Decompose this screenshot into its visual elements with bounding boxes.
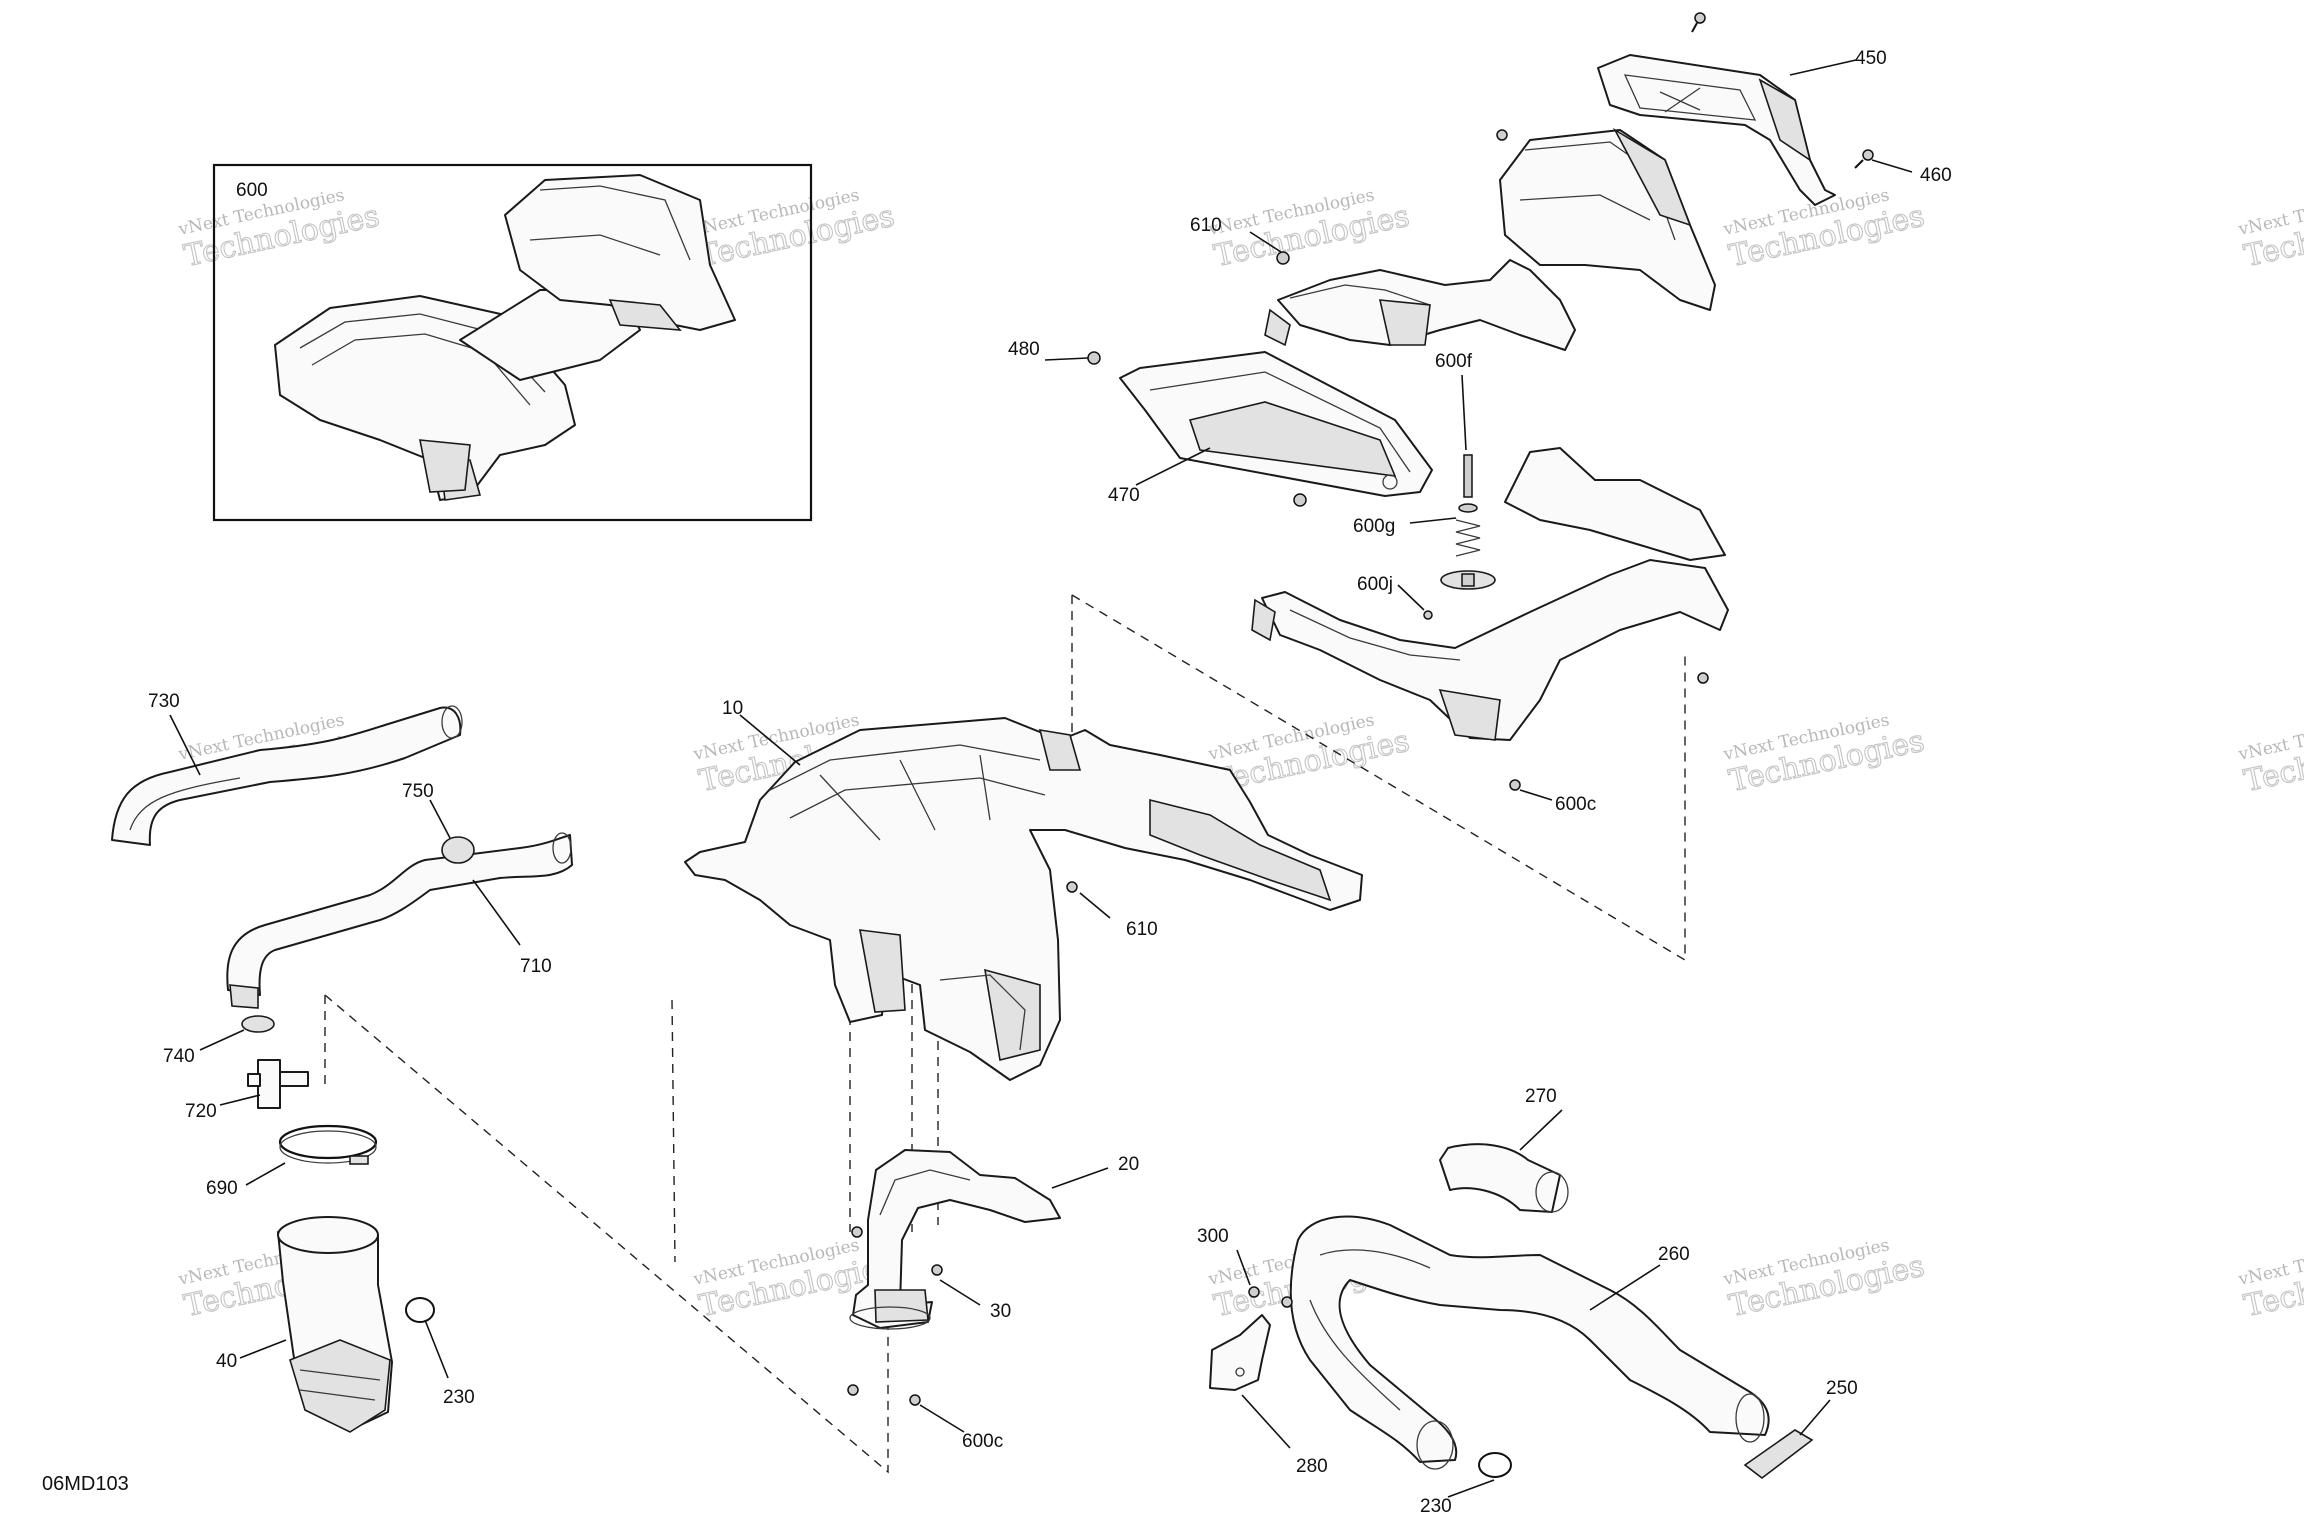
- callout-600j: 600j: [1357, 574, 1393, 595]
- spring-stack: [1423, 454, 1496, 620]
- part-270: [1439, 1143, 1569, 1213]
- diagram-code: 06MD103: [42, 1473, 129, 1495]
- fastener-300: [1248, 1286, 1293, 1308]
- callout-10: 10: [722, 698, 743, 719]
- callout-600g: 600g: [1353, 516, 1395, 537]
- part-730: [111, 705, 463, 846]
- part-280: [1209, 1314, 1271, 1391]
- fastener-top2: [1496, 129, 1508, 141]
- part-740: [241, 1015, 275, 1033]
- airbox-base: [1251, 447, 1729, 741]
- part-450: [1597, 54, 1836, 206]
- fastener-600c-bottom: [847, 1384, 921, 1406]
- callout-20: 20: [1118, 1154, 1139, 1175]
- fastener-480: [1087, 351, 1101, 365]
- callout-250: 250: [1826, 1378, 1858, 1399]
- callout-690: 690: [206, 1178, 238, 1199]
- callout-480: 480: [1008, 339, 1040, 360]
- callout-30: 30: [990, 1301, 1011, 1322]
- callout-740: 740: [163, 1046, 195, 1067]
- fastener-470-bottom: [1293, 493, 1307, 507]
- callout-720: 720: [185, 1101, 217, 1122]
- clamp-230-right: [1478, 1452, 1512, 1478]
- part-260: [1289, 1215, 1770, 1470]
- airbox-assembly-upper: [1264, 127, 1716, 351]
- callout-730: 730: [148, 691, 180, 712]
- fastener-610-top: [1276, 251, 1290, 265]
- callout-labels: 450 460 610 480 470 600f 600g 600j 600c …: [148, 48, 1952, 1517]
- callout-600: 600: [236, 180, 268, 201]
- part-470: [1119, 351, 1433, 497]
- part-40: [277, 1216, 393, 1433]
- part-20: [849, 1149, 1061, 1330]
- fastener-top: [1691, 12, 1706, 33]
- fastener-460: [1854, 149, 1874, 169]
- part-250: [1743, 1429, 1814, 1480]
- fastener-30: [851, 1226, 943, 1276]
- clamp-230-left: [405, 1297, 435, 1323]
- fastener-610-mid: [1066, 881, 1078, 893]
- callout-280: 280: [1296, 1456, 1328, 1477]
- callout-600c: 600c: [1555, 794, 1596, 815]
- callout-230: 230: [1420, 1496, 1452, 1517]
- callout-600f: 600f: [1435, 351, 1473, 372]
- part-750: [441, 836, 475, 864]
- part-720: [247, 1059, 309, 1109]
- callout-610: 610: [1190, 215, 1222, 236]
- inset-assembly-600: 600: [212, 163, 813, 522]
- part-690: [278, 1124, 378, 1165]
- callout-600c: 600c: [962, 1431, 1003, 1452]
- leader-lines: [169, 59, 1913, 1498]
- callout-40: 40: [216, 1351, 237, 1372]
- inset-frame: [212, 163, 813, 522]
- callout-610: 610: [1126, 919, 1158, 940]
- callout-300: 300: [1197, 1226, 1229, 1247]
- callout-750: 750: [402, 781, 434, 802]
- callout-450: 450: [1855, 48, 1887, 69]
- callout-460: 460: [1920, 165, 1952, 186]
- callout-260: 260: [1658, 1244, 1690, 1265]
- callout-230: 230: [443, 1387, 475, 1408]
- callout-270: 270: [1525, 1086, 1557, 1107]
- callout-470: 470: [1108, 485, 1140, 506]
- callout-710: 710: [520, 956, 552, 977]
- part-10: [684, 717, 1363, 1081]
- fastener-600c-top: [1509, 672, 1709, 791]
- part-710: [226, 832, 573, 1009]
